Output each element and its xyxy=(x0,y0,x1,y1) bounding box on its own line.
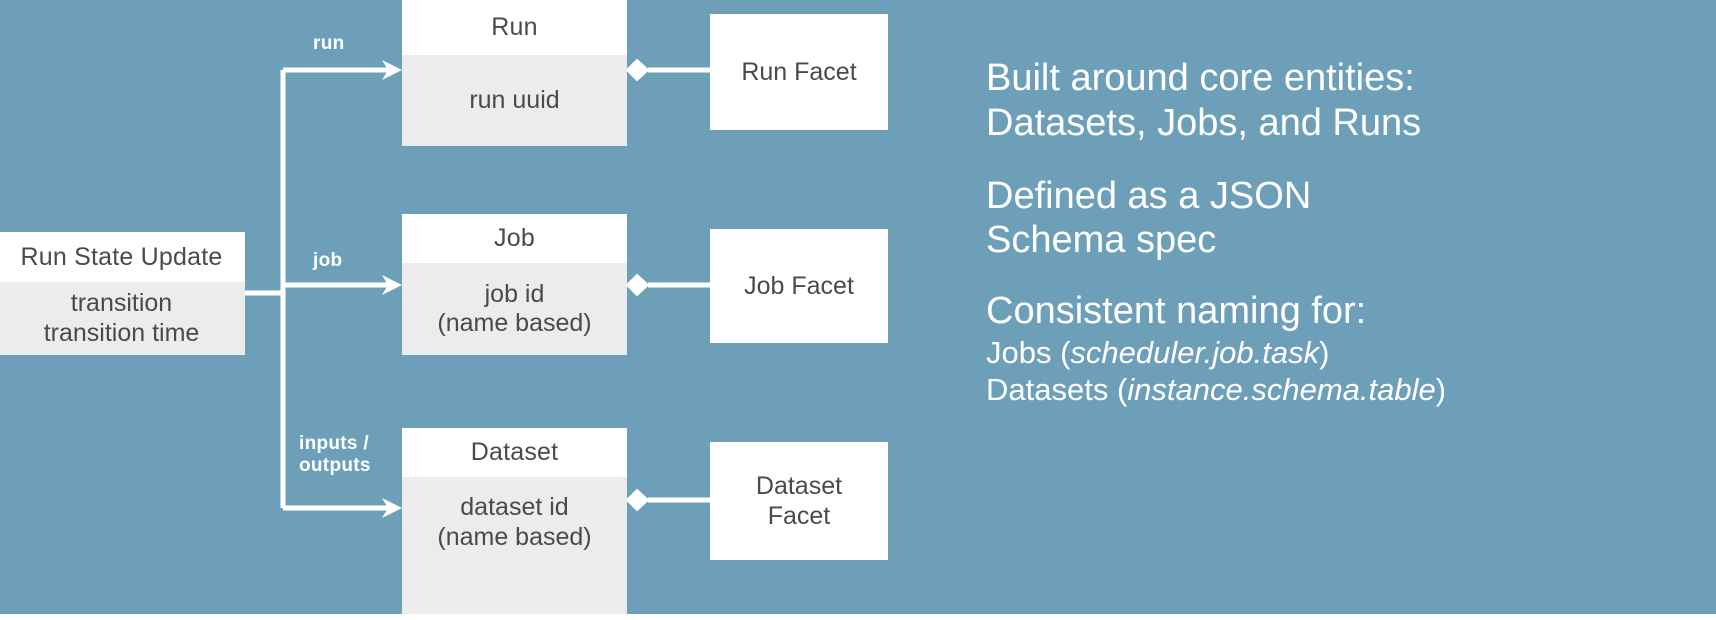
callout-point-1-line-1: Built around core entities: xyxy=(986,57,1415,99)
naming-datasets-label: Datasets ( xyxy=(986,372,1128,408)
spacer-2 xyxy=(986,263,1706,289)
entity-job-body: job id (name based) xyxy=(402,263,627,355)
entity-box-run-state-update[interactable]: Run State Update transition transition t… xyxy=(0,232,245,355)
callout-point-3-item-datasets: Datasets (instance.schema.table) xyxy=(986,371,1706,408)
entity-dataset-body: dataset id (name based) xyxy=(402,477,627,620)
entity-run-state-update-body: transition transition time xyxy=(0,282,245,355)
naming-jobs-label: Jobs ( xyxy=(986,335,1071,371)
entity-box-dataset[interactable]: Dataset dataset id (name based) xyxy=(402,428,627,620)
entity-run-body: run uuid xyxy=(402,55,627,146)
callout-point-3-item-jobs: Jobs (scheduler.job.task) xyxy=(986,334,1706,371)
callout-point-1-line-2: Datasets, Jobs, and Runs xyxy=(986,101,1422,144)
naming-datasets-value: instance.schema.table xyxy=(1127,372,1436,408)
naming-jobs-value: scheduler.job.task xyxy=(1070,335,1320,371)
callout-point-1: Built around core entities: Datasets, Jo… xyxy=(986,56,1706,146)
entity-run-title: Run xyxy=(402,0,627,55)
entity-box-job[interactable]: Job job id (name based) xyxy=(402,214,627,355)
callout-point-2-line-1: Defined as a JSON xyxy=(986,174,1312,217)
naming-jobs-close: ) xyxy=(1319,335,1330,371)
edge-label-inputs-outputs: inputs / outputs xyxy=(299,433,371,476)
arrowhead-run xyxy=(382,60,402,80)
facet-box-run[interactable]: Run Facet xyxy=(710,14,888,130)
callout-point-2: Defined as a JSON Schema spec xyxy=(986,174,1706,264)
naming-datasets-close: ) xyxy=(1435,372,1447,408)
diamond-job-facet xyxy=(625,273,650,297)
entity-dataset-title: Dataset xyxy=(402,428,627,477)
edge-label-run: run xyxy=(313,33,345,54)
entity-job-title: Job xyxy=(402,214,627,263)
facet-box-dataset[interactable]: Dataset Facet xyxy=(710,442,888,560)
arrowhead-job xyxy=(382,275,402,295)
spacer-1 xyxy=(986,146,1706,174)
entity-box-run[interactable]: Run run uuid xyxy=(402,0,627,146)
callout-text-column: Built around core entities: Datasets, Jo… xyxy=(986,56,1706,409)
facet-box-job[interactable]: Job Facet xyxy=(710,229,888,343)
diamond-run-facet xyxy=(625,58,650,82)
callout-point-3-heading: Consistent naming for: xyxy=(986,290,1367,333)
diamond-dataset-facet xyxy=(625,488,650,512)
entity-run-state-update-title: Run State Update xyxy=(0,232,245,282)
bottom-white-strip xyxy=(0,614,1716,620)
arrowhead-dataset xyxy=(382,498,402,518)
callout-point-2-line-2: Schema spec xyxy=(986,219,1217,262)
edge-label-job: job xyxy=(313,250,343,271)
